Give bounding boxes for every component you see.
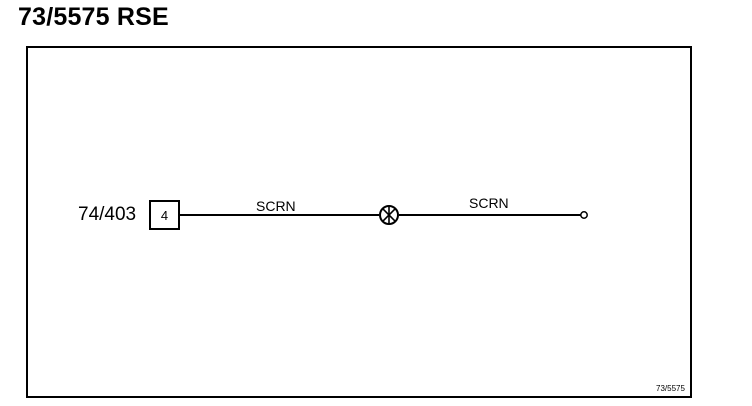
connector-pin-number: 4	[160, 207, 169, 223]
open-terminal-icon	[580, 211, 588, 219]
wire-label-1: SCRN	[256, 198, 296, 214]
diagram-frame	[26, 46, 692, 398]
splice-cross-circle-icon	[379, 205, 399, 225]
wire-label-2: SCRN	[469, 195, 509, 211]
connector-reference: 74/403	[78, 204, 137, 225]
diagram-title: 73/5575 RSE	[18, 3, 169, 31]
reference-code: 73/5575	[656, 384, 685, 393]
connector-pin-box: 4	[149, 200, 180, 230]
